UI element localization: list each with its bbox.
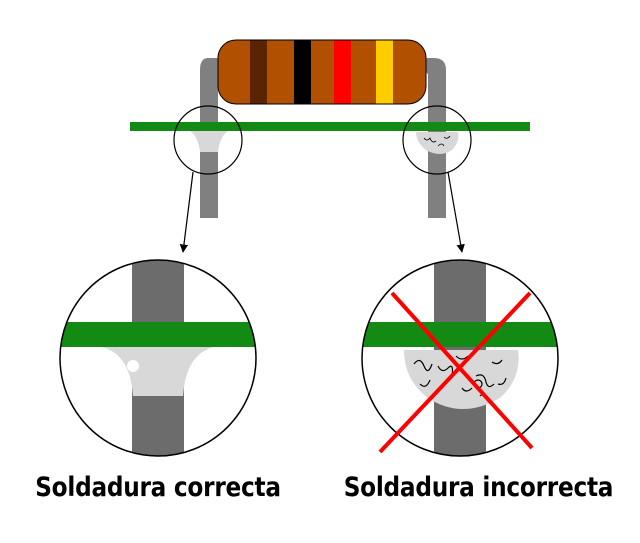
magnified-board-right	[362, 322, 558, 347]
resistor-band-2	[294, 40, 311, 104]
incorrect-solder-detail	[361, 259, 559, 457]
magnified-board-left	[60, 322, 256, 347]
circuit-board	[130, 122, 530, 131]
resistor-bands	[250, 40, 393, 104]
right-zoom-circle	[402, 105, 472, 175]
cross-line-1	[390, 291, 534, 450]
resistor-band-4	[376, 40, 393, 104]
incorrect-solder-caption: Soldadura incorrecta	[343, 472, 614, 503]
magnify-circle-right	[361, 259, 559, 457]
solder-shine	[127, 360, 139, 372]
magnified-good-solder	[102, 347, 214, 396]
bad-solder-small-texture	[423, 135, 451, 147]
bad-solder-small	[416, 132, 459, 154]
correct-solder-caption: Soldadura correcta	[35, 472, 281, 503]
left-arrow	[179, 171, 194, 253]
resistor-band-3	[334, 40, 351, 104]
resistor-band-1	[250, 40, 267, 104]
right-arrow	[447, 171, 465, 253]
resistor-assembly	[130, 39, 530, 253]
magnify-circle-left	[59, 259, 257, 457]
resistor-body	[218, 40, 426, 104]
good-solder-small	[190, 131, 228, 152]
cross-line-2	[378, 291, 532, 454]
resistor-body-outline	[217, 39, 427, 105]
left-zoom-circle	[173, 105, 243, 175]
correct-solder-detail	[59, 259, 257, 457]
